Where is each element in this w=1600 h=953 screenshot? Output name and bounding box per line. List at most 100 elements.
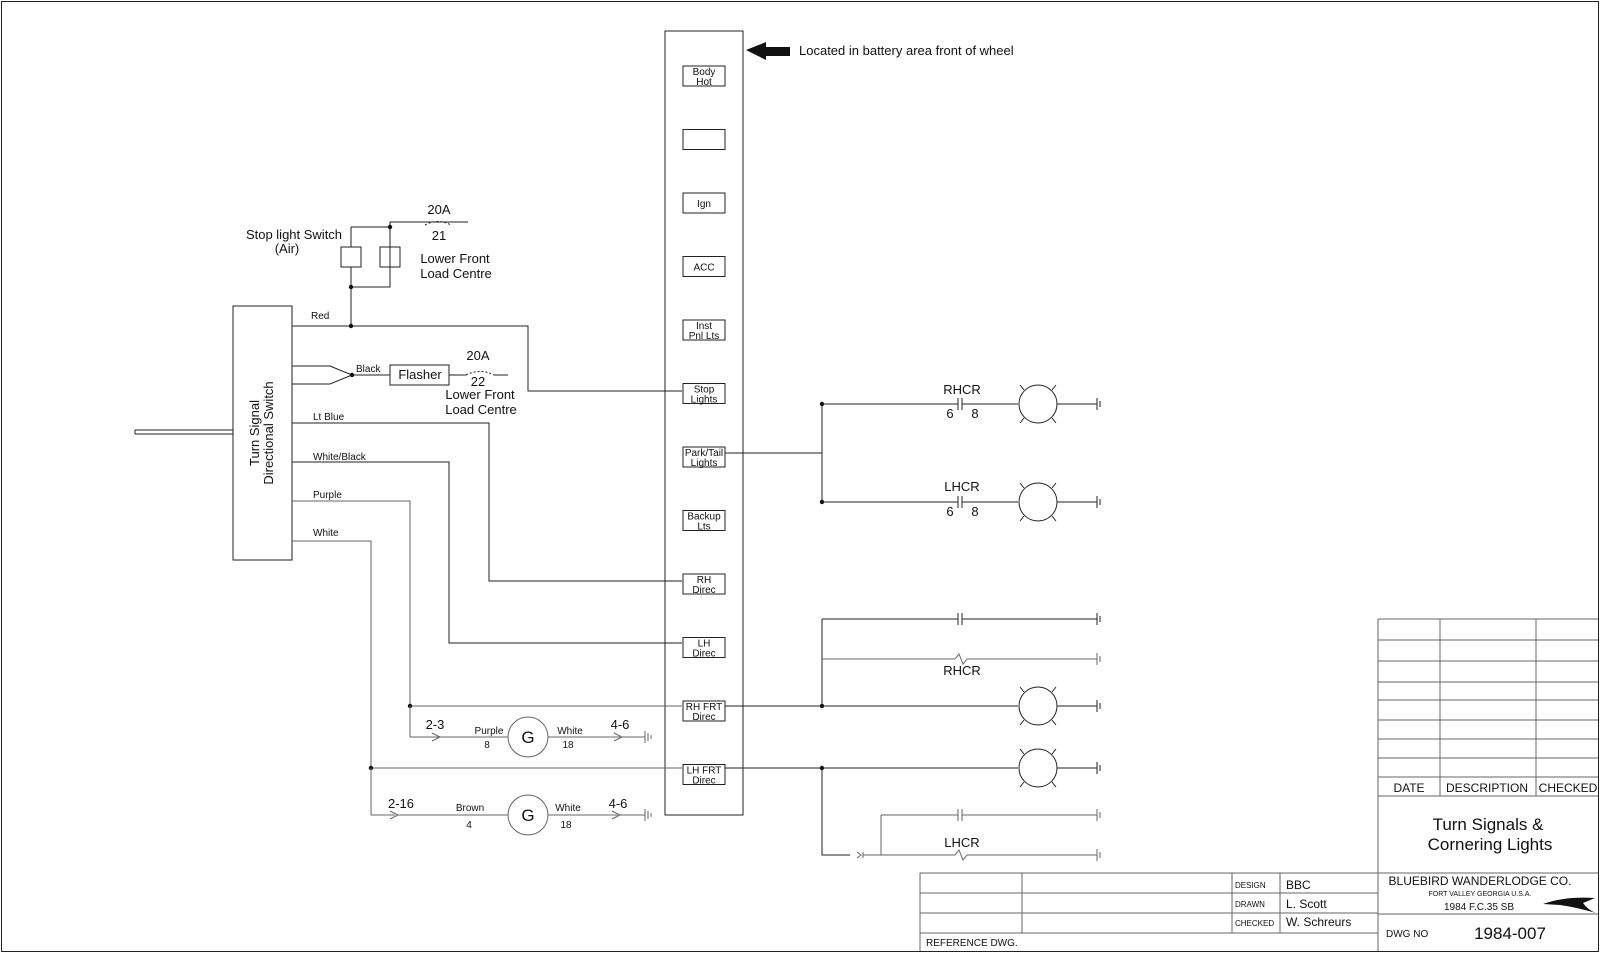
fuse-22-label-2: Load Centre	[445, 402, 517, 417]
gauge-1-right-num: 18	[562, 740, 574, 751]
panel-terminal-box	[682, 573, 726, 595]
panel-terminal-box	[682, 129, 726, 150]
title-block: Turn Signals & Cornering Lights BLUEBIRD…	[1377, 796, 1598, 951]
drawn-label: DRAWN	[1235, 900, 1265, 909]
panel-terminal-label-1: RH FRT	[686, 702, 722, 713]
switch-body	[232, 305, 293, 561]
front-direction-lights: RHCR LHCR	[725, 613, 1101, 861]
upper-rhcr-pin-a: 6	[946, 406, 953, 421]
header-note: Located in battery area front of wheel	[799, 43, 1014, 58]
panel-terminal-box	[682, 256, 726, 277]
location-arrow-icon	[746, 42, 790, 60]
fuse-21: 20A 21 Lower Front Load Centre	[420, 202, 492, 281]
lower-rhcr-name: RHCR	[943, 663, 981, 678]
gauge-2-left-wire: Brown	[456, 803, 484, 814]
drawn-value: L. Scott	[1286, 897, 1327, 911]
turn-signal-switch: Turn Signal Directional Switch	[134, 305, 293, 561]
rev-header-checked: CHECKED	[1539, 781, 1598, 795]
panel-terminal-label-2: Direc	[692, 776, 715, 787]
wire-white-black-label: White/Black	[313, 452, 367, 463]
bluebird-logo-icon	[1543, 897, 1596, 913]
wire-white-label: White	[313, 528, 339, 539]
upper-lhcr-name: LHCR	[944, 479, 979, 494]
panel-outline	[664, 30, 744, 816]
panel-terminal-box	[682, 764, 726, 785]
upper-lhcr-pin-a: 6	[946, 504, 953, 519]
company-model: 1984 F.C.35 SB	[1444, 902, 1514, 913]
gauge-1-left-conn: 2-3	[426, 717, 445, 732]
wire-red-label: Red	[311, 311, 329, 322]
drawing-title-1: Turn Signals &	[1433, 815, 1545, 834]
panel-terminal-label-2: Hot	[696, 77, 712, 88]
stop-switch-label-2: (Air)	[275, 241, 300, 256]
lt-blue-wire	[292, 422, 682, 582]
panel-terminal-label-2: Lts	[697, 522, 710, 533]
panel-terminal-box	[682, 192, 726, 214]
wire-purple-label: Purple	[313, 490, 342, 501]
signoff-block: DESIGN BBC DRAWN L. Scott CHECKED W. Sch…	[919, 872, 1378, 951]
red-wire	[292, 325, 682, 392]
panel-terminal-label-1: Park/Tail	[685, 448, 723, 459]
design-value: BBC	[1286, 878, 1311, 892]
rev-header-description: DESCRIPTION	[1446, 781, 1528, 795]
fuse-21-label-2: Load Centre	[420, 266, 492, 281]
design-label: DESIGN	[1235, 881, 1266, 890]
black-wire-fork	[292, 365, 354, 385]
panel-terminal-label-1: Stop	[694, 385, 715, 396]
fuse-21-label-1: Lower Front	[420, 251, 490, 266]
upper-rhcr-pin-b: 8	[971, 406, 978, 421]
panel-terminal-box	[682, 446, 726, 468]
fuse-21-number: 21	[432, 228, 446, 243]
panel-terminal-label-1: Body	[693, 67, 716, 78]
gauge-1-left-num: 8	[484, 740, 490, 751]
purple-wire	[292, 500, 682, 707]
panel-terminal-box	[682, 510, 726, 531]
dwg-no-label: DWG NO	[1386, 929, 1428, 940]
flasher-label: Flasher	[398, 367, 442, 382]
panel-terminal-box	[682, 319, 726, 341]
fuse-22-label-1: Lower Front	[445, 387, 515, 402]
gauge-1: G 2-3 4-6 Purple 8 White 18	[409, 706, 652, 758]
panel-terminal-box	[682, 383, 726, 404]
upper-lhcr-pin-b: 8	[971, 504, 978, 519]
checked-value: W. Schreurs	[1286, 915, 1351, 929]
panel-terminal-label-2: Direc	[692, 712, 715, 723]
switch-label-1: Turn Signal	[247, 400, 262, 466]
gauge-2-symbol: G	[521, 806, 534, 825]
stop-switch-label-1: Stop light Switch	[246, 227, 342, 242]
white-wire	[292, 540, 682, 769]
panel-terminal-label-1: RH	[697, 575, 711, 586]
wire-black-label: Black	[356, 364, 381, 375]
gauge-2-left-num: 4	[466, 820, 472, 831]
gauge-2-left-conn: 2-16	[388, 796, 414, 811]
panel-terminal-label-1: ACC	[693, 263, 714, 274]
panel-terminal-box	[682, 637, 726, 658]
panel-terminal-label-2: Direc	[692, 585, 715, 596]
panel-terminal-label-2: Lights	[691, 458, 718, 469]
white-black-wire	[292, 461, 682, 644]
gauge-1-right-wire: White	[557, 726, 583, 737]
fuse-21-rating: 20A	[427, 202, 450, 217]
panel-terminal-label-1: Backup	[687, 512, 721, 523]
panel-terminal-label-1: Ign	[697, 199, 711, 210]
panel-terminal-box	[682, 65, 726, 87]
checked-label: CHECKED	[1235, 919, 1274, 928]
panel-terminal-label-1: LH FRT	[687, 766, 722, 777]
revision-block: DATE DESCRIPTION CHECKED	[1377, 618, 1598, 797]
gauge-1-symbol: G	[521, 728, 534, 747]
fuse-22-number: 22	[471, 374, 485, 389]
panel-terminal-label-1: Inst	[696, 321, 712, 332]
gauge-2: G 2-16 4-6 Brown 4 White 18	[370, 768, 652, 836]
switch-label-2: Directional Switch	[261, 381, 276, 484]
upper-cornering-lights: RHCR 6 8 LHCR 6 8	[725, 382, 1101, 522]
gauge-1-left-wire: Purple	[475, 726, 504, 737]
fuse-22-rating: 20A	[466, 348, 489, 363]
